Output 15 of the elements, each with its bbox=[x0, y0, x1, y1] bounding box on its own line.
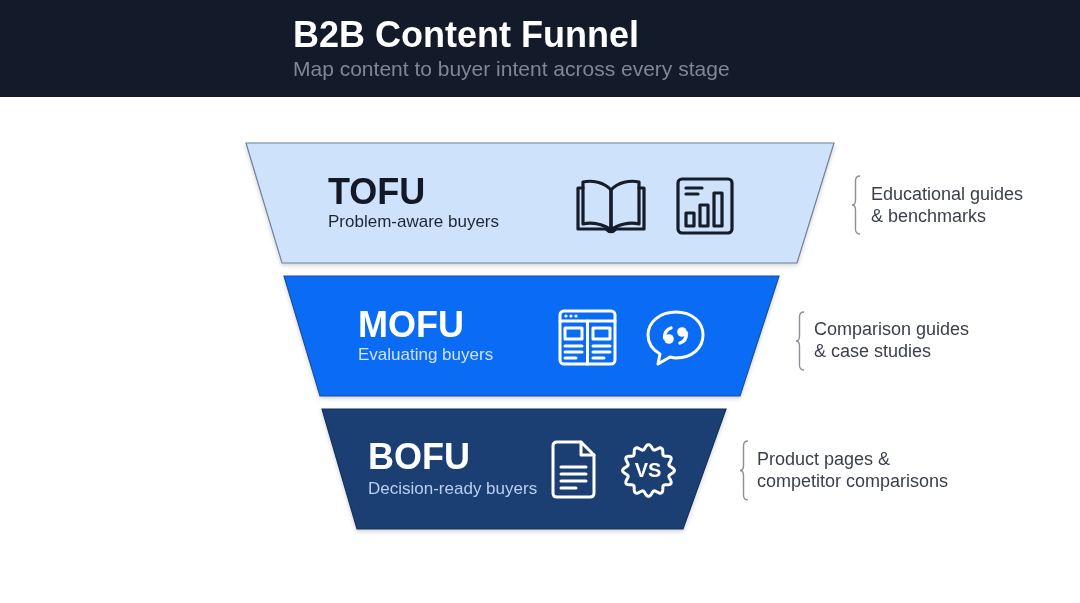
stage-title: TOFU bbox=[328, 172, 426, 212]
funnel-stage bbox=[322, 409, 726, 529]
stage-title: MOFU bbox=[358, 305, 464, 345]
stage-subtitle: Problem-aware buyers bbox=[328, 212, 499, 232]
stage-title: BOFU bbox=[368, 437, 470, 477]
funnel-stage bbox=[246, 143, 834, 263]
stage-subtitle: Evaluating buyers bbox=[358, 345, 494, 365]
badge-text: VS bbox=[634, 459, 662, 481]
stage-note: Product pages & competitor comparisons bbox=[757, 448, 950, 492]
stage-note: Comparison guides & case studies bbox=[814, 318, 971, 362]
funnel-stage bbox=[284, 276, 779, 396]
stage-note: Educational guides & benchmarks bbox=[871, 183, 1025, 227]
page-title: B2B Content Funnel bbox=[293, 14, 639, 56]
stage-subtitle: Decision-ready buyers bbox=[368, 479, 538, 499]
page-subtitle: Map content to buyer intent across every stage bbox=[293, 57, 730, 81]
